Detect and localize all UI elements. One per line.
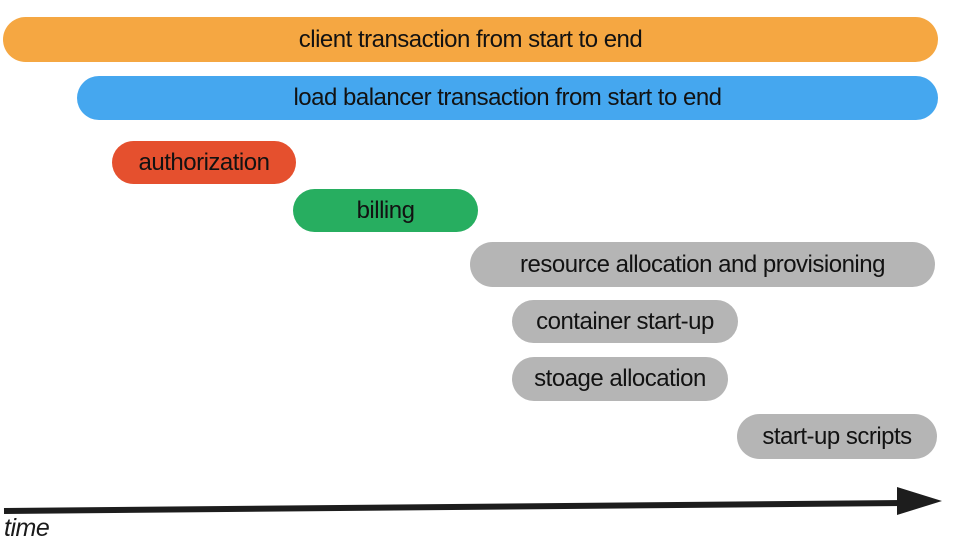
bar-storage-allocation-label: stoage allocation (534, 365, 706, 392)
time-axis-arrowhead-icon (897, 487, 942, 515)
bar-load-balancer-transaction: load balancer transaction from start to … (77, 76, 938, 120)
bar-load-balancer-transaction-label: load balancer transaction from start to … (293, 84, 722, 111)
bar-container-startup: container start-up (512, 300, 738, 343)
bar-container-startup-label: container start-up (536, 307, 714, 335)
bar-startup-scripts-label: start-up scripts (762, 422, 912, 450)
bar-resource-allocation-label: resource allocation and provisioning (520, 250, 885, 278)
bar-storage-allocation: stoage allocation (512, 357, 728, 401)
bar-client-transaction: client transaction from start to end (3, 17, 938, 62)
time-axis-arrow (3, 487, 942, 515)
bar-billing-label: billing (356, 196, 415, 224)
bar-resource-allocation: resource allocation and provisioning (470, 242, 935, 287)
time-axis-line (3, 500, 904, 514)
bar-client-transaction-label: client transaction from start to end (298, 25, 643, 53)
bar-billing: billing (293, 189, 478, 232)
bar-startup-scripts: start-up scripts (737, 414, 937, 459)
time-axis-label: time (4, 514, 50, 542)
bar-authorization-label: authorization (138, 148, 270, 176)
bar-authorization: authorization (112, 141, 296, 184)
